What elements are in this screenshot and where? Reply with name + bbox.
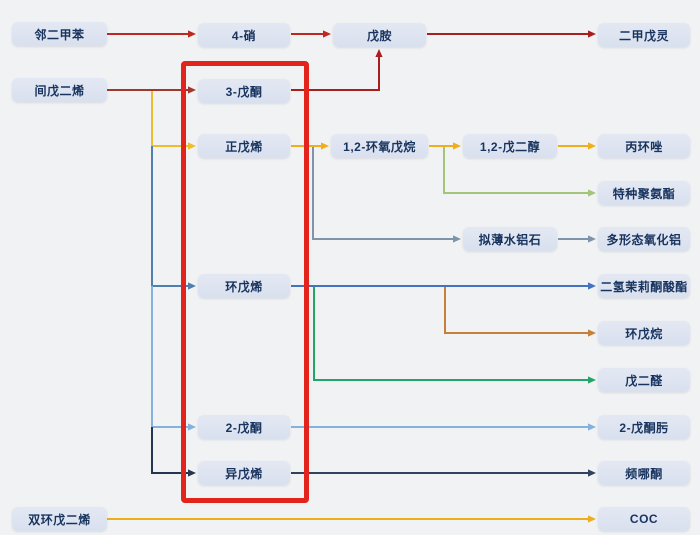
edge-arrowhead-4-nitro-to-pentylamine [323, 30, 331, 38]
node-propiconazole: 丙环唑 [598, 134, 690, 158]
edge-arrowhead-n-pentene-to-pseudoboehmite [453, 235, 461, 243]
node-dihydrojasmonate: 二氢茉莉酮酸酯 [598, 274, 690, 298]
node-epoxypentane: 1,2-环氧戊烷 [331, 134, 428, 158]
node-pendimethalin: 二甲戊灵 [598, 23, 690, 47]
edge-3-pentanone-to-pentylamine [291, 55, 380, 91]
node-pentylamine: 戊胺 [333, 23, 426, 47]
edge-arrowhead-cyclopentene-to-cyclopentane [588, 329, 596, 337]
edge-arrowhead-2-pentanone-to-oxime [588, 423, 596, 431]
edge-epoxypentane-to-special-pu [443, 147, 590, 194]
node-pinacolone: 频哪酮 [598, 461, 690, 485]
node-isopentene: 异戊烯 [198, 461, 290, 485]
edge-arrowhead-dcpd-to-coc [588, 515, 596, 523]
edge-cyclopentene-to-glutaraldehyde [313, 287, 590, 381]
edge-arrowhead-pentanediol-to-propiconazole [588, 142, 596, 150]
node-2-pentanone-oxime: 2-戊酮肟 [598, 415, 690, 439]
edge-arrowhead-trunk-to-cyclopentene [188, 282, 196, 290]
node-n-pentene: 正戊烯 [198, 134, 290, 158]
edge-arrowhead-3-pentanone-to-pentylamine [375, 49, 383, 57]
node-dcpd: 双环戊二烯 [12, 507, 107, 531]
node-pentanediol: 1,2-戊二醇 [463, 134, 557, 158]
edge-arrowhead-piperylene-to-3-pentanone [188, 86, 196, 94]
edge-arrowhead-epoxypentane-to-special-pu [588, 189, 596, 197]
node-polymorph-alumina: 多形态氧化铝 [598, 227, 690, 251]
node-special-pu: 特种聚氨酯 [598, 181, 690, 205]
node-3-pentanone: 3-戊酮 [198, 79, 290, 103]
node-cyclopentane: 环戊烷 [598, 321, 690, 345]
node-2-pentanone: 2-戊酮 [198, 415, 290, 439]
bottom-strip [0, 535, 700, 546]
node-4-nitro: 4-硝 [198, 23, 290, 47]
node-coc: COC [598, 507, 690, 531]
edge-arrowhead-epoxypentane-to-pentanediol [453, 142, 461, 150]
edge-arrowhead-trunk-to-n-pentene [188, 142, 196, 150]
edge-arrowhead-pentylamine-to-pendimethalin [588, 30, 596, 38]
node-pseudoboehmite: 拟薄水铝石 [463, 227, 557, 251]
highlight-rectangle [181, 61, 309, 503]
node-o-xylene: 邻二甲苯 [12, 22, 107, 46]
node-cyclopentene: 环戊烯 [198, 274, 290, 298]
edge-trunk-to-isopentene [151, 427, 190, 474]
edge-arrowhead-isopentene-to-pinacolone [588, 469, 596, 477]
edge-arrowhead-cyclopentene-to-glutaraldehyde [588, 376, 596, 384]
edge-arrowhead-n-pentene-to-epoxypentane [321, 142, 329, 150]
edge-arrowhead-trunk-to-2-pentanone [188, 423, 196, 431]
edge-arrowhead-trunk-to-isopentene [188, 469, 196, 477]
edge-arrowhead-cyclopentene-to-dihydrojasmonate [588, 282, 596, 290]
node-piperylene: 间戊二烯 [12, 78, 107, 102]
node-glutaraldehyde: 戊二醛 [598, 368, 690, 392]
edge-arrowhead-pseudoboehmite-to-alumina [588, 235, 596, 243]
edge-cyclopentene-to-cyclopentane [444, 287, 590, 334]
edge-n-pentene-to-pseudoboehmite [312, 147, 455, 240]
edge-arrowhead-o-xylene-to-4-nitro [188, 30, 196, 38]
